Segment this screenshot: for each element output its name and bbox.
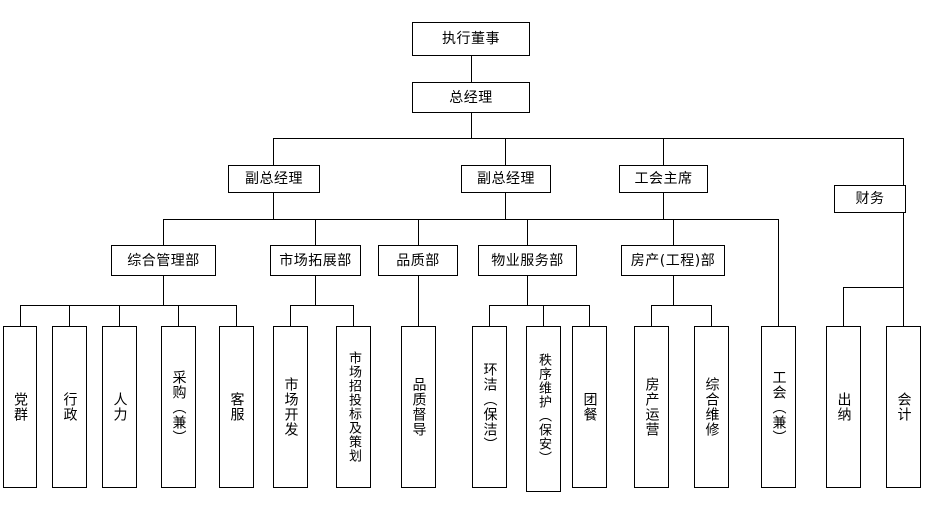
- node-dept-realestate-eng[interactable]: 房产(工程)部: [621, 245, 725, 276]
- node-leaf-cashier[interactable]: 出纳: [826, 326, 861, 488]
- connector-bus-to-property-service: [527, 219, 528, 245]
- connector-market-expansion-bus: [290, 305, 354, 306]
- node-leaf-market-development[interactable]: 市场开发: [273, 326, 308, 488]
- connector-general-mgmt-bus: [20, 305, 237, 306]
- node-leaf-order-maintenance[interactable]: 秩序维护（保安）: [526, 326, 561, 492]
- connector-finance-bus: [843, 287, 904, 288]
- node-deputy-gm-2[interactable]: 副总经理: [461, 165, 551, 193]
- connector-bus-to-quality: [418, 219, 419, 245]
- node-dept-property-service[interactable]: 物业服务部: [478, 245, 577, 276]
- node-label: 市场招投标及策划: [346, 351, 361, 463]
- node-leaf-quality-supervision[interactable]: 品质督导: [401, 326, 436, 488]
- connector-finance-stem: [903, 213, 904, 287]
- connector-to-administration: [69, 305, 70, 326]
- connector-to-customer-service: [236, 305, 237, 326]
- connector-realestate-eng-stem: [673, 276, 674, 305]
- node-label: 执行董事: [442, 31, 500, 47]
- node-dept-quality[interactable]: 品质部: [378, 245, 458, 276]
- node-general-manager[interactable]: 总经理: [412, 82, 530, 113]
- node-leaf-accounting[interactable]: 会计: [886, 326, 921, 488]
- node-label: 行政: [61, 392, 78, 422]
- node-label: 团餐: [581, 392, 598, 422]
- node-label: 房产运营: [643, 377, 660, 437]
- node-label: 品质部: [396, 252, 440, 269]
- connector-bus-to-general-mgmt: [163, 219, 164, 245]
- node-label: 市场拓展部: [279, 252, 352, 269]
- connector-gm-stem: [471, 113, 472, 138]
- connector-deputy1-stem: [273, 193, 274, 219]
- node-label: 秩序维护（保安）: [536, 353, 551, 465]
- node-label: 会计: [895, 392, 912, 422]
- connector-realestate-eng-bus: [651, 305, 712, 306]
- connector-to-integrated-repair: [711, 305, 712, 326]
- node-leaf-procurement[interactable]: 采购（兼）: [161, 326, 196, 488]
- node-label: 物业服务部: [491, 252, 564, 269]
- connector-to-party-mass: [20, 305, 21, 326]
- node-leaf-realestate-ops[interactable]: 房产运营: [634, 326, 669, 488]
- node-label: 人力: [111, 392, 128, 422]
- connector-to-human-resources: [119, 305, 120, 326]
- node-executive-director[interactable]: 执行董事: [412, 22, 530, 56]
- node-dept-general-mgmt[interactable]: 综合管理部: [111, 245, 216, 276]
- node-leaf-customer-service[interactable]: 客服: [219, 326, 254, 488]
- connector-deputy2-stem: [505, 193, 506, 219]
- connector-market-expansion-stem: [315, 276, 316, 305]
- connector-property-service-bus: [489, 305, 589, 306]
- connector-to-cashier: [843, 287, 844, 326]
- connector-to-realestate-ops: [651, 305, 652, 326]
- connector-bus-to-market-expansion: [315, 219, 316, 245]
- node-dept-market-expansion[interactable]: 市场拓展部: [270, 245, 361, 276]
- node-label: 财务: [855, 191, 885, 207]
- node-label: 工会主席: [634, 171, 693, 187]
- node-label: 客服: [228, 392, 245, 422]
- connector-gm-to-union-chairman: [663, 138, 664, 165]
- node-label: 总经理: [449, 89, 493, 106]
- node-leaf-union-concurrent[interactable]: 工会（兼）: [761, 326, 796, 488]
- connector-gm-to-deputy1: [273, 138, 274, 165]
- connector-to-market-development: [290, 305, 291, 326]
- connector-bus-to-realestate-eng: [673, 219, 674, 245]
- connector-director-to-gm: [471, 56, 472, 82]
- connector-to-order-maintenance: [543, 305, 544, 326]
- node-leaf-bidding-planning[interactable]: 市场招投标及策划: [336, 326, 371, 488]
- node-leaf-group-meal[interactable]: 团餐: [572, 326, 607, 488]
- connector-bus-to-union-concurrent: [778, 219, 779, 326]
- connector-property-service-stem: [527, 276, 528, 305]
- connector-union-chairman-stem: [663, 193, 664, 219]
- connector-quality-stem: [418, 276, 419, 326]
- connector-to-accounting: [903, 287, 904, 326]
- node-label: 副总经理: [477, 171, 535, 187]
- connector-department-bus: [163, 219, 779, 220]
- node-label: 品质督导: [410, 377, 427, 437]
- node-label: 出纳: [835, 392, 852, 422]
- node-leaf-administration[interactable]: 行政: [52, 326, 87, 488]
- connector-gm-to-deputy2: [505, 138, 506, 165]
- connector-to-procurement: [178, 305, 179, 326]
- node-label: 房产(工程)部: [630, 252, 716, 269]
- node-leaf-party-mass[interactable]: 党群: [3, 326, 37, 488]
- node-label: 市场开发: [282, 377, 299, 437]
- node-label: 采购（兼）: [170, 369, 187, 445]
- node-label: 环洁（保洁）: [481, 362, 498, 452]
- node-label: 综合管理部: [127, 252, 200, 269]
- connector-general-mgmt-stem: [163, 276, 164, 305]
- connector-gm-to-finance: [903, 138, 904, 185]
- node-label: 党群: [12, 392, 28, 422]
- node-finance[interactable]: 财务: [834, 185, 906, 213]
- node-deputy-gm-1[interactable]: 副总经理: [228, 165, 320, 193]
- node-label: 工会（兼）: [770, 369, 787, 445]
- node-leaf-human-resources[interactable]: 人力: [102, 326, 137, 488]
- node-leaf-integrated-repair[interactable]: 综合维修: [694, 326, 729, 488]
- node-leaf-cleaning[interactable]: 环洁（保洁）: [472, 326, 507, 488]
- connector-to-bidding-planning: [353, 305, 354, 326]
- node-label: 副总经理: [245, 171, 303, 187]
- connector-to-group-meal: [589, 305, 590, 326]
- node-union-chairman[interactable]: 工会主席: [619, 165, 708, 193]
- node-label: 综合维修: [703, 377, 720, 437]
- connector-gm-bus: [273, 138, 904, 139]
- connector-to-cleaning: [489, 305, 490, 326]
